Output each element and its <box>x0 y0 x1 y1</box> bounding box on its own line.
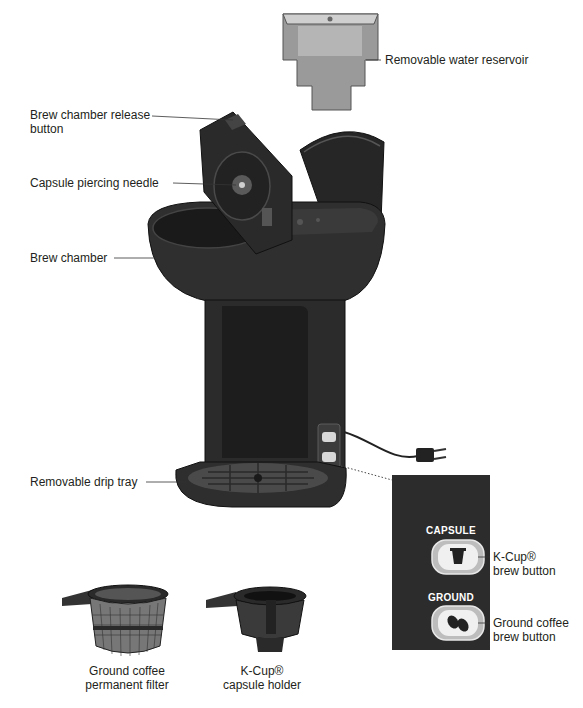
control-panel-inset: CAPSULE GROUND <box>392 475 490 650</box>
button-label: GROUND <box>412 592 490 603</box>
part-label: K-Cup® brew button <box>493 550 561 578</box>
part-label: Brew chamber <box>30 251 150 265</box>
part-label: Removable drip tray <box>30 475 170 489</box>
part-label: Brew chamber release button <box>30 108 154 136</box>
part-label: Ground coffee permanent filter <box>75 664 179 692</box>
part-label: Removable water reservoir <box>385 53 575 67</box>
part-label: Capsule piercing needle <box>30 176 190 190</box>
part-label: K-Cup® capsule holder <box>220 664 304 692</box>
button-label: CAPSULE <box>412 525 490 536</box>
part-label: Ground coffee brew button <box>493 616 580 644</box>
